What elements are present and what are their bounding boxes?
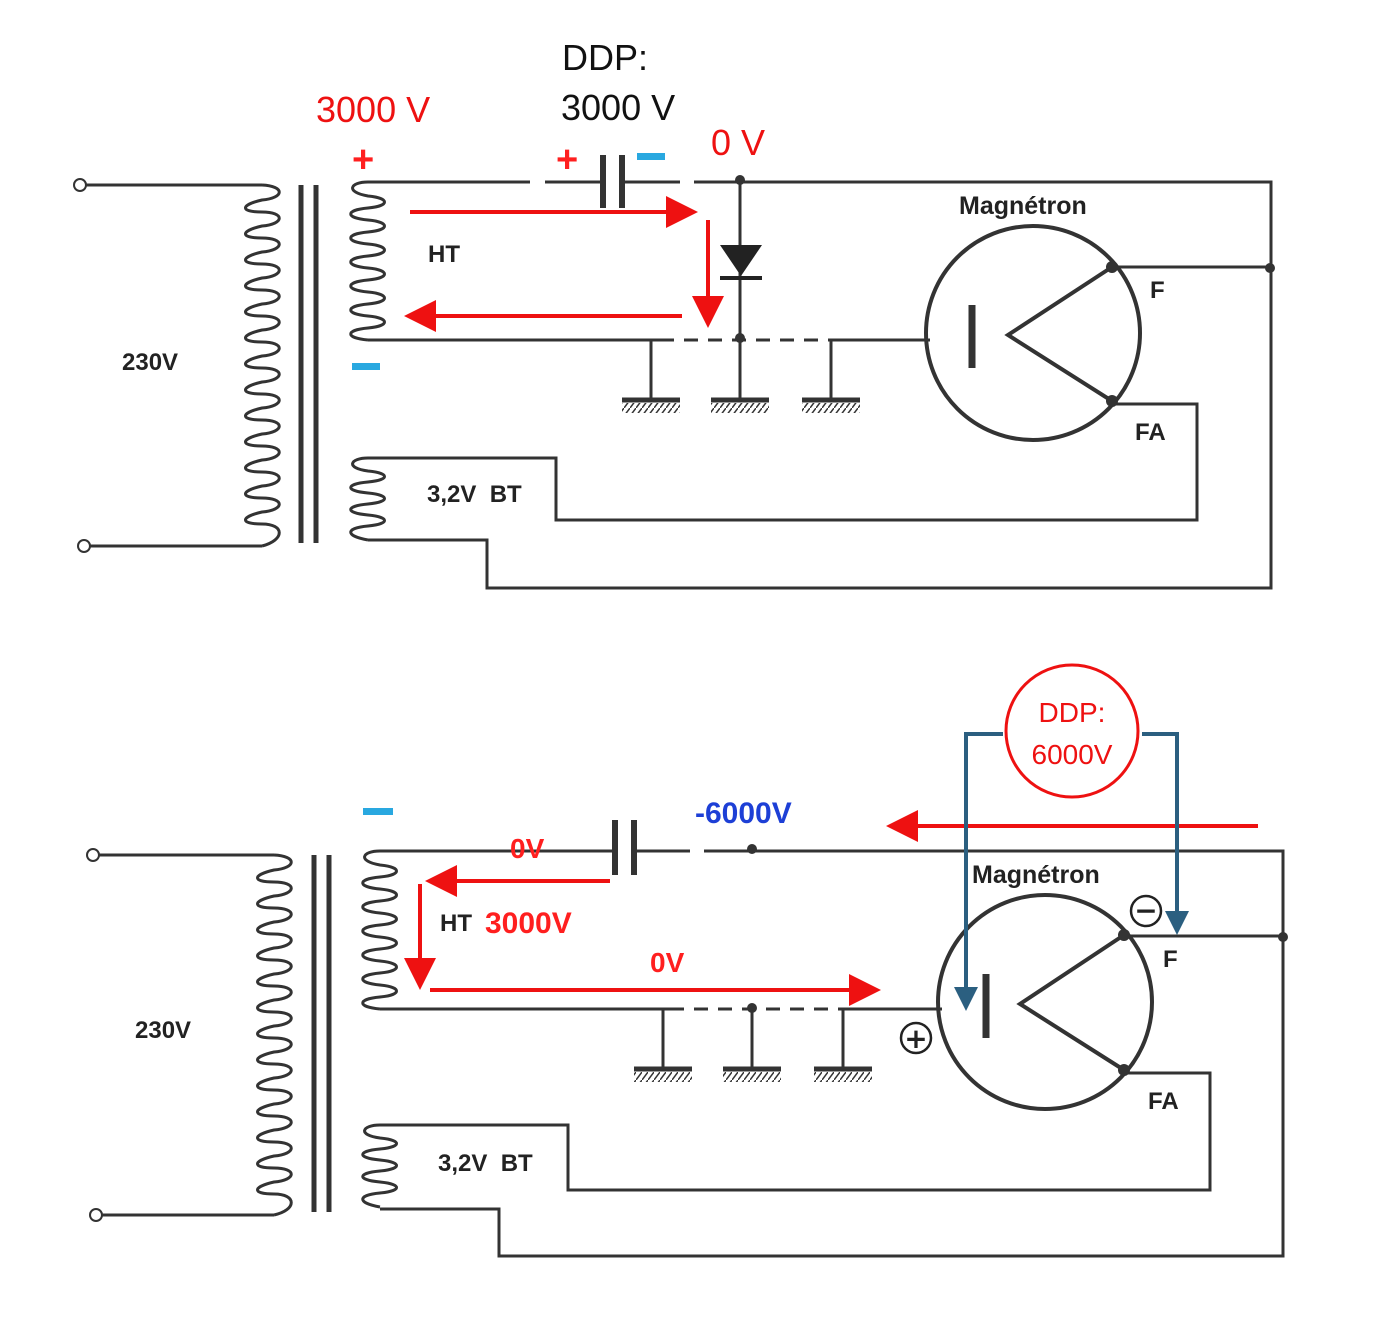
input-terminal-bottom bbox=[77, 539, 91, 553]
annot-0v-top: 0V bbox=[510, 833, 545, 864]
magnetron-filament bbox=[1004, 265, 1114, 403]
ddp-circle bbox=[1004, 663, 1140, 799]
bt-secondary-coil bbox=[361, 1123, 398, 1209]
primary-coil bbox=[244, 183, 281, 548]
top-circuit: 230V HT 3,2V BT Magnétron F FA 3000 V DD… bbox=[73, 37, 1275, 590]
annot-ddp-line2: 3000 V bbox=[561, 87, 675, 128]
minus-sign-capacitor bbox=[637, 153, 665, 160]
plus-sign-capacitor: + bbox=[556, 139, 578, 181]
ground-symbol-2 bbox=[723, 1009, 781, 1082]
label-bt: 3,2V BT bbox=[438, 1150, 533, 1177]
primary-coil bbox=[256, 853, 293, 1217]
minus-circle bbox=[1129, 894, 1163, 928]
cap-to-node-wire-b bbox=[380, 849, 1285, 1258]
label-f: F bbox=[1163, 946, 1178, 973]
magnetron-filament bbox=[1016, 933, 1126, 1072]
junction-node-top bbox=[735, 175, 745, 185]
junction-node-bottom bbox=[735, 333, 745, 343]
minus-sign-ht bbox=[363, 808, 393, 815]
label-fa: FA bbox=[1135, 419, 1166, 446]
ddp-bracket-left bbox=[954, 732, 1003, 1011]
label-f: F bbox=[1150, 277, 1165, 304]
input-terminal-bottom bbox=[89, 1208, 103, 1222]
ground-symbol-1 bbox=[622, 340, 680, 413]
junction-node-bottom bbox=[747, 1003, 757, 1013]
minus-sign-ht bbox=[352, 363, 380, 370]
bt-secondary-coil bbox=[349, 456, 386, 542]
ddp-line2: 6000V bbox=[1032, 739, 1113, 770]
label-230v: 230V bbox=[135, 1017, 191, 1044]
label-magnetron: Magnétron bbox=[959, 192, 1087, 220]
ground-symbol-3 bbox=[814, 1009, 872, 1082]
input-terminal-top bbox=[86, 848, 100, 862]
bottom-circuit: 230V HT 3000V 3,2V BT Magnétron F FA 0V … bbox=[86, 663, 1288, 1258]
ground-symbol-3 bbox=[802, 340, 860, 413]
diode-symbol bbox=[720, 245, 762, 276]
plus-sign-ht: + bbox=[352, 139, 374, 181]
magnetron-body bbox=[936, 893, 1154, 1111]
ddp-line1: DDP: bbox=[1039, 697, 1106, 728]
junction-node-top bbox=[747, 844, 757, 854]
label-bt: 3,2V BT bbox=[427, 481, 522, 508]
label-ht: HT bbox=[440, 910, 472, 937]
fa-wire bbox=[380, 1071, 1212, 1192]
junction-node-right bbox=[1278, 932, 1288, 942]
ddp-bracket-right bbox=[1142, 732, 1189, 935]
magnetron-body bbox=[924, 224, 1142, 442]
label-ht: HT bbox=[428, 241, 460, 268]
input-terminal-top bbox=[73, 178, 87, 192]
annot-ddp-line1: DDP: bbox=[562, 37, 648, 78]
ground-symbol-2 bbox=[711, 340, 769, 413]
ht-secondary-coil bbox=[361, 849, 398, 1011]
junction-node-right bbox=[1265, 263, 1275, 273]
fa-wire bbox=[368, 402, 1199, 522]
annot-0v-mid: 0V bbox=[650, 947, 685, 978]
plus-circle-sign: + bbox=[904, 1022, 927, 1055]
label-fa: FA bbox=[1148, 1088, 1179, 1115]
plus-circle bbox=[899, 1021, 933, 1055]
annot-0v: 0 V bbox=[711, 122, 765, 163]
label-magnetron: Magnétron bbox=[972, 861, 1100, 889]
annot-neg6000v: -6000V bbox=[695, 797, 792, 830]
minus-circle-sign: − bbox=[1134, 894, 1157, 927]
label-ht-value: 3000V bbox=[485, 907, 572, 940]
cap-to-node-wire-b bbox=[368, 180, 1273, 590]
ground-symbol-1 bbox=[634, 1009, 692, 1082]
annot-3000v: 3000 V bbox=[316, 89, 430, 130]
ht-secondary-coil bbox=[349, 180, 386, 342]
label-230v: 230V bbox=[122, 349, 178, 376]
